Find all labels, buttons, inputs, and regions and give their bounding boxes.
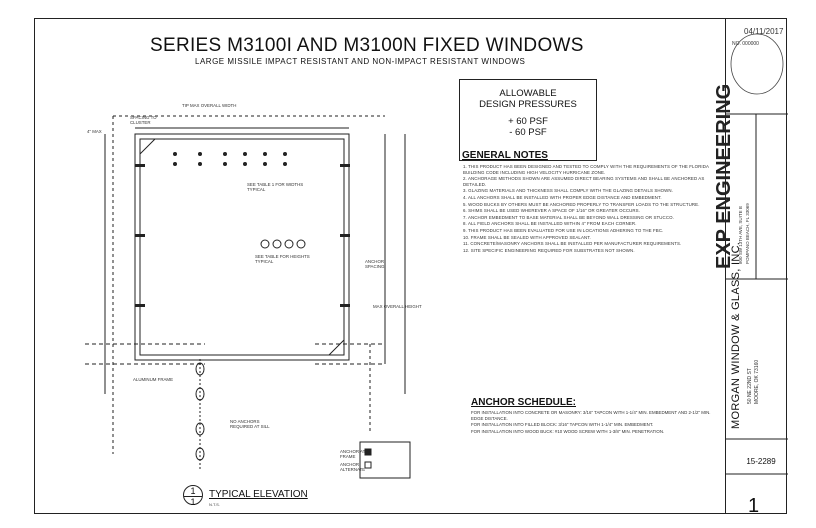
legend-label-1: ANCHOR AT FRAME bbox=[340, 449, 366, 459]
general-notes-title: GENERAL NOTES bbox=[462, 150, 548, 161]
height-typical-label: SEE TABLE FOR HEIGHTS TYPICAL bbox=[255, 254, 310, 264]
seal-number: NO. 000000 bbox=[732, 41, 759, 47]
max-height-label: MAX OVERALL HEIGHT bbox=[373, 304, 422, 309]
anchor-item: FOR INSTALLATION INTO WOOD BUCK: #10 WOO… bbox=[471, 428, 665, 434]
top-overall-label: TIP MAX OVERALL WIDTH bbox=[182, 103, 237, 108]
anchor-note-label: 4" MAX bbox=[87, 129, 102, 134]
company-address-1: 50 NE 22ND ST bbox=[747, 368, 753, 404]
firm-address-2: POMPANO BEACH, FL 33069 bbox=[745, 203, 750, 264]
elevation-title: TYPICAL ELEVATION bbox=[209, 489, 308, 500]
note-item: 6. SHIMS SHALL BE USED WHEREVER A SPACE … bbox=[463, 208, 641, 214]
company-name: MORGAN WINDOW & GLASS, INC. bbox=[730, 241, 742, 429]
note-item: 5. WOOD BUCKS BY OTHERS MUST BE ANCHORED… bbox=[463, 201, 700, 207]
anchor-schedule-title: ANCHOR SCHEDULE: bbox=[471, 397, 576, 408]
elevation-number: 1 bbox=[184, 486, 202, 497]
note-item: 2. ANCHORAGE METHODS SHOWN ARE ASSUMED D… bbox=[463, 176, 705, 187]
company-address-2: MOORE, OK 73160 bbox=[754, 359, 760, 404]
elevation-scale: N.T.S. bbox=[209, 502, 220, 507]
pressure-negative: - 60 PSF bbox=[509, 127, 547, 138]
width-typical-label: SEE TABLE 1 FOR WIDTHS TYPICAL bbox=[247, 182, 304, 192]
pressure-positive: + 60 PSF bbox=[508, 116, 548, 127]
drawing-sheet: SERIES M3100I AND M3100N FIXED WINDOWS L… bbox=[34, 18, 788, 517]
elevation-sheet-ref: 1 bbox=[190, 497, 196, 507]
pressure-heading-2: DESIGN PRESSURES bbox=[479, 99, 577, 110]
page-subtitle: LARGE MISSILE IMPACT RESISTANT AND NON-I… bbox=[195, 57, 526, 66]
note-item: 12. SITE SPECIFIC ENGINEERING REQUIRED F… bbox=[463, 247, 635, 253]
drawing-number: 15-2289 bbox=[746, 457, 776, 466]
title-block: NO. 000000 04/11/2017 bbox=[725, 19, 788, 514]
design-pressures-box: ALLOWABLE DESIGN PRESSURES + 60 PSF - 60… bbox=[459, 79, 597, 161]
anchor-schedule-list: FOR INSTALLATION INTO CONCRETE OR MASONR… bbox=[471, 410, 721, 435]
note-item: 3. GLAZING MATERIALS AND THICKNESS SHALL… bbox=[463, 188, 673, 194]
seal-date: 04/11/2017 bbox=[744, 27, 784, 36]
no-anchors-label: NO ANCHORS REQUIRED AT SILL bbox=[230, 419, 270, 429]
aluminum-frame-label: ALUMINUM FRAME bbox=[133, 377, 174, 382]
general-notes-list: 1. THIS PRODUCT HAS BEEN DESIGNED AND TE… bbox=[463, 164, 711, 254]
elevation-number-bubble: 1 1 bbox=[183, 485, 203, 507]
anchor-item: FOR INSTALLATION INTO CONCRETE OR MASONR… bbox=[471, 410, 711, 421]
note-item: 10. FRAME SHALL BE SEALED WITH APPROVED … bbox=[463, 234, 591, 240]
note-item: 4. ALL ANCHORS SHALL BE INSTALLED WITH P… bbox=[463, 194, 662, 200]
sheet-number: 1 bbox=[748, 495, 760, 517]
note-item: 11. CONCRETE/MASONRY ANCHORS SHALL BE IN… bbox=[463, 241, 682, 247]
spacing-top-label: SPACING TO CLUSTER bbox=[130, 115, 157, 125]
note-item: 7. ANCHOR EMBEDMENT TO BASE MATERIAL SHA… bbox=[463, 214, 674, 220]
legend-label-2: ANCHOR ALTERNATE bbox=[340, 462, 366, 472]
title-block-grid bbox=[726, 33, 788, 475]
elevation-drawing bbox=[85, 115, 411, 479]
anchor-spacing-label: ANCHOR SPACING bbox=[365, 259, 385, 269]
note-item: 8. ALL FIELD ANCHORS SHALL BE INSTALLED … bbox=[463, 221, 637, 227]
page-title: SERIES M3100I AND M3100N FIXED WINDOWS bbox=[150, 35, 584, 56]
anchor-item: FOR INSTALLATION INTO FILLED BLOCK: 3/16… bbox=[471, 422, 654, 428]
note-item: 9. THIS PRODUCT HAS BEEN EVALUATED FOR U… bbox=[463, 227, 664, 233]
note-item: 1. THIS PRODUCT HAS BEEN DESIGNED AND TE… bbox=[463, 164, 709, 175]
pressure-heading-1: ALLOWABLE bbox=[499, 88, 557, 99]
